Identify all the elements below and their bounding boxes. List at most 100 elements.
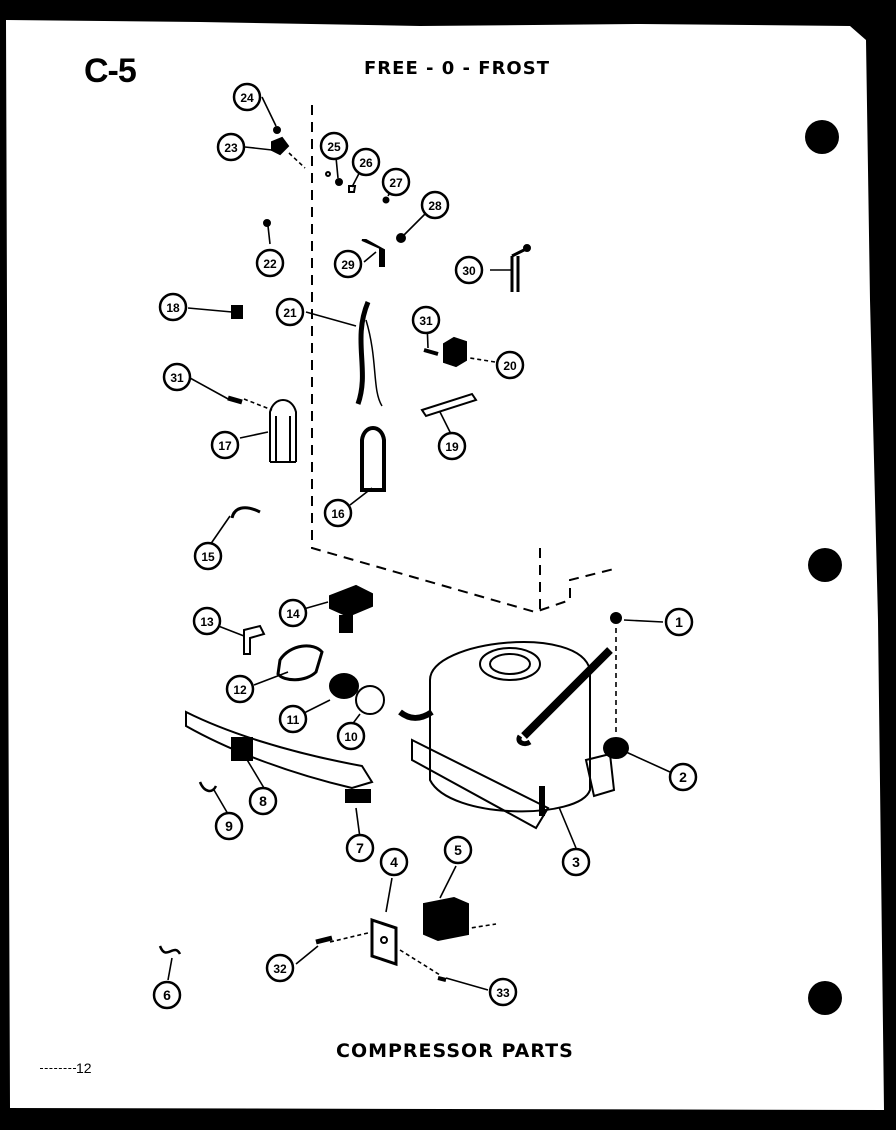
part-32-screw <box>315 935 333 945</box>
part-21-wire <box>355 301 371 405</box>
svg-text:5: 5 <box>454 842 462 858</box>
header-title: FREE - 0 - FROST <box>364 58 550 79</box>
svg-text:25: 25 <box>327 140 341 154</box>
diagram-caption: COMPRESSOR PARTS <box>336 1040 574 1062</box>
part-20-bracket <box>443 336 467 368</box>
part-23-knob <box>271 136 290 156</box>
part-5-block <box>423 896 469 942</box>
part-1-bolt <box>610 612 622 624</box>
part-18-clip <box>231 305 243 319</box>
callout-7: 7 <box>345 833 375 863</box>
callout-31-lower: 31 <box>162 362 192 392</box>
part-4-plate <box>370 917 398 967</box>
leader-lines <box>167 96 671 991</box>
part-24-screw <box>273 126 281 134</box>
callout-27: 27 <box>381 167 411 197</box>
binder-hole-bottom <box>808 981 842 1015</box>
callout-21: 21 <box>275 297 305 327</box>
binder-hole-top <box>805 120 839 154</box>
callout-8: 8 <box>248 786 278 816</box>
callout-24: 24 <box>232 82 262 112</box>
parts <box>158 126 629 982</box>
svg-text:21: 21 <box>283 306 297 320</box>
svg-text:10: 10 <box>344 730 358 744</box>
part-27-screw <box>382 196 390 204</box>
part-25-nut <box>335 178 343 186</box>
callout-20: 20 <box>495 350 525 380</box>
callout-26: 26 <box>351 147 381 177</box>
callout-23: 23 <box>216 132 246 162</box>
part-2-grommet <box>603 737 629 759</box>
svg-text:32: 32 <box>273 962 287 976</box>
callout-15: 15 <box>193 541 223 571</box>
part-14-relay <box>329 584 373 618</box>
callout-28: 28 <box>420 190 450 220</box>
part-25-washer <box>325 171 331 177</box>
part-28-nut <box>396 233 406 243</box>
part-8-cord <box>185 710 374 790</box>
callout-16: 16 <box>323 498 353 528</box>
callout-17: 17 <box>210 430 240 460</box>
svg-text:20: 20 <box>503 359 517 373</box>
svg-text:4: 4 <box>390 854 398 870</box>
svg-text:1: 1 <box>675 614 683 630</box>
svg-text:3: 3 <box>572 854 580 870</box>
svg-text:11: 11 <box>287 713 300 727</box>
svg-text:19: 19 <box>445 440 459 454</box>
svg-text:8: 8 <box>259 793 267 809</box>
callout-14: 14 <box>278 598 308 628</box>
svg-text:33: 33 <box>496 986 510 1000</box>
svg-text:22: 22 <box>263 257 277 271</box>
callout-18: 18 <box>158 292 188 322</box>
callout-31-upper: 31 <box>411 305 441 335</box>
callout-30: 30 <box>454 255 484 285</box>
part-31-screw-lower <box>227 395 243 405</box>
part-31-screw-upper <box>423 348 439 356</box>
svg-text:27: 27 <box>389 176 403 190</box>
callout-22: 22 <box>255 248 285 278</box>
part-6-wire <box>158 945 182 955</box>
part-16-loop <box>360 426 386 492</box>
callout-9: 9 <box>214 811 244 841</box>
svg-text:28: 28 <box>428 199 442 213</box>
svg-text:26: 26 <box>359 156 373 170</box>
part-17-clip <box>269 399 297 463</box>
svg-text:2: 2 <box>679 769 687 785</box>
callouts: 1 2 3 4 5 6 7 8 9 10 11 12 13 14 15 16 1… <box>152 82 698 1010</box>
callout-13: 13 <box>192 606 222 636</box>
svg-text:15: 15 <box>201 550 215 564</box>
page-number-dash <box>40 1068 76 1069</box>
svg-text:31: 31 <box>170 371 184 385</box>
callout-12: 12 <box>225 674 255 704</box>
part-26-clip <box>348 185 357 193</box>
part-22-screw <box>263 219 271 227</box>
svg-text:31: 31 <box>419 314 433 328</box>
svg-text:12: 12 <box>233 683 247 697</box>
part-29-bracket <box>361 239 385 267</box>
callout-2: 2 <box>668 762 698 792</box>
callout-29: 29 <box>333 249 363 279</box>
callout-3: 3 <box>561 847 591 877</box>
svg-text:23: 23 <box>224 141 238 155</box>
svg-text:30: 30 <box>462 264 476 278</box>
part-7-terminal <box>345 789 371 803</box>
svg-text:17: 17 <box>218 439 232 453</box>
svg-text:9: 9 <box>225 818 233 834</box>
part-11-overload <box>329 673 359 699</box>
svg-text:7: 7 <box>356 840 364 856</box>
svg-text:29: 29 <box>341 258 355 272</box>
callout-1: 1 <box>664 607 694 637</box>
part-3-compressor <box>398 641 616 830</box>
part-33-screw <box>437 976 447 982</box>
svg-text:13: 13 <box>200 615 214 629</box>
svg-text:16: 16 <box>331 507 345 521</box>
svg-text:6: 6 <box>163 987 171 1003</box>
part-9-wire <box>198 781 218 793</box>
callout-25: 25 <box>319 131 349 161</box>
part-13-clip <box>243 624 266 655</box>
page-code: C-5 <box>84 52 137 90</box>
callout-5: 5 <box>443 835 473 865</box>
binder-hole-middle <box>808 548 842 582</box>
callout-19: 19 <box>437 431 467 461</box>
